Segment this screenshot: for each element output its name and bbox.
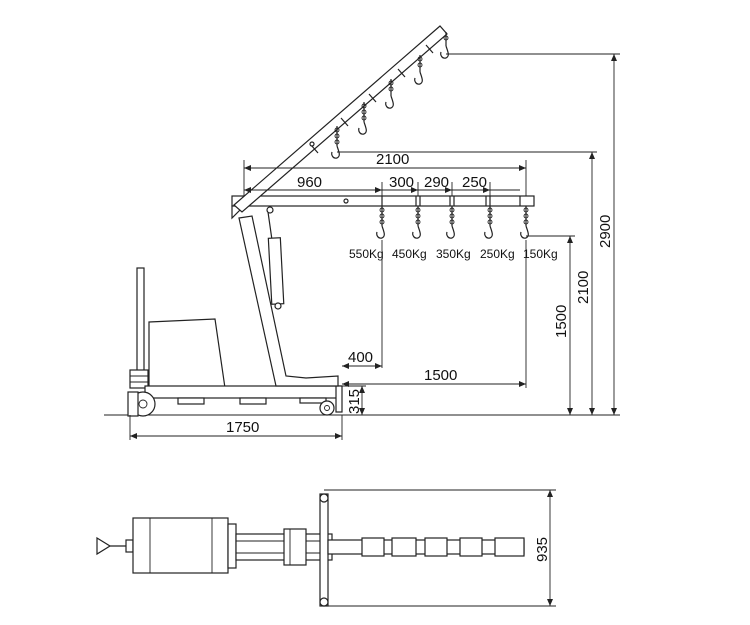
dim-label: 2900 xyxy=(597,215,614,248)
dim-label: 1500 xyxy=(424,367,457,384)
dim-label: 1500 xyxy=(553,305,570,338)
front-wheel xyxy=(319,385,343,416)
hydraulic-cylinder xyxy=(266,206,285,310)
hook-icon xyxy=(484,206,493,239)
dim-label: 2100 xyxy=(376,151,409,168)
hook-icon xyxy=(520,206,529,239)
dim-boom-segments: 960 300 290 250 xyxy=(244,174,520,196)
counterweight-top xyxy=(132,517,237,574)
hook-icon xyxy=(376,206,385,239)
dim-label: 2100 xyxy=(575,271,592,304)
capacity-labels: 550Kg 450Kg 350Kg 250Kg 150Kg xyxy=(349,247,558,261)
counterweight xyxy=(148,318,226,389)
boom-hooks xyxy=(376,206,529,239)
capacity-label: 150Kg xyxy=(523,247,558,261)
capacity-label: 550Kg xyxy=(349,247,384,261)
frame-top xyxy=(235,528,333,566)
capacity-label: 250Kg xyxy=(480,247,515,261)
top-view: 935 xyxy=(96,489,556,607)
handle-top xyxy=(96,536,134,556)
hook-icon xyxy=(331,126,340,159)
dim-label: 960 xyxy=(297,174,322,191)
mast xyxy=(238,215,339,387)
capacity-label: 350Kg xyxy=(436,247,471,261)
dim-top-width: 935 xyxy=(324,489,556,607)
hook-icon xyxy=(358,102,367,135)
dim-label: 1750 xyxy=(226,419,259,436)
dim-label: 290 xyxy=(424,174,449,191)
hook-icon xyxy=(412,206,421,239)
raised-boom-hooks xyxy=(331,32,449,159)
legs-top xyxy=(319,493,329,607)
dim-label: 250 xyxy=(462,174,487,191)
hook-icon xyxy=(385,79,394,109)
dim-label: 400 xyxy=(348,349,373,366)
hook-icon xyxy=(446,206,455,239)
dim-reach-long: 1500 xyxy=(342,240,527,388)
dim-label: 315 xyxy=(346,389,363,414)
dim-reach-front: 400 xyxy=(342,240,383,369)
dim-label: 935 xyxy=(534,537,551,562)
dim-leg-height: 315 xyxy=(342,385,366,415)
dim-label: 300 xyxy=(389,174,414,191)
hook-icon xyxy=(440,32,449,59)
handle xyxy=(129,267,149,389)
dim-boom-total: 2100 xyxy=(243,151,527,196)
side-view: 550Kg 450Kg 350Kg 250Kg 150Kg 2100 960 3… xyxy=(104,25,620,440)
dim-hook-height-low: 1500 xyxy=(342,235,575,416)
dim-hook-height-max: 2900 xyxy=(446,53,620,416)
dim-wheelbase: 1750 xyxy=(129,415,343,440)
dim-hook-height-mid: 2100 xyxy=(337,151,597,416)
boom-top xyxy=(327,537,525,557)
hook-icon xyxy=(414,55,423,85)
chassis xyxy=(144,385,342,405)
raised-boom xyxy=(233,25,448,213)
capacity-label: 450Kg xyxy=(392,247,427,261)
rear-wheel xyxy=(127,391,156,417)
